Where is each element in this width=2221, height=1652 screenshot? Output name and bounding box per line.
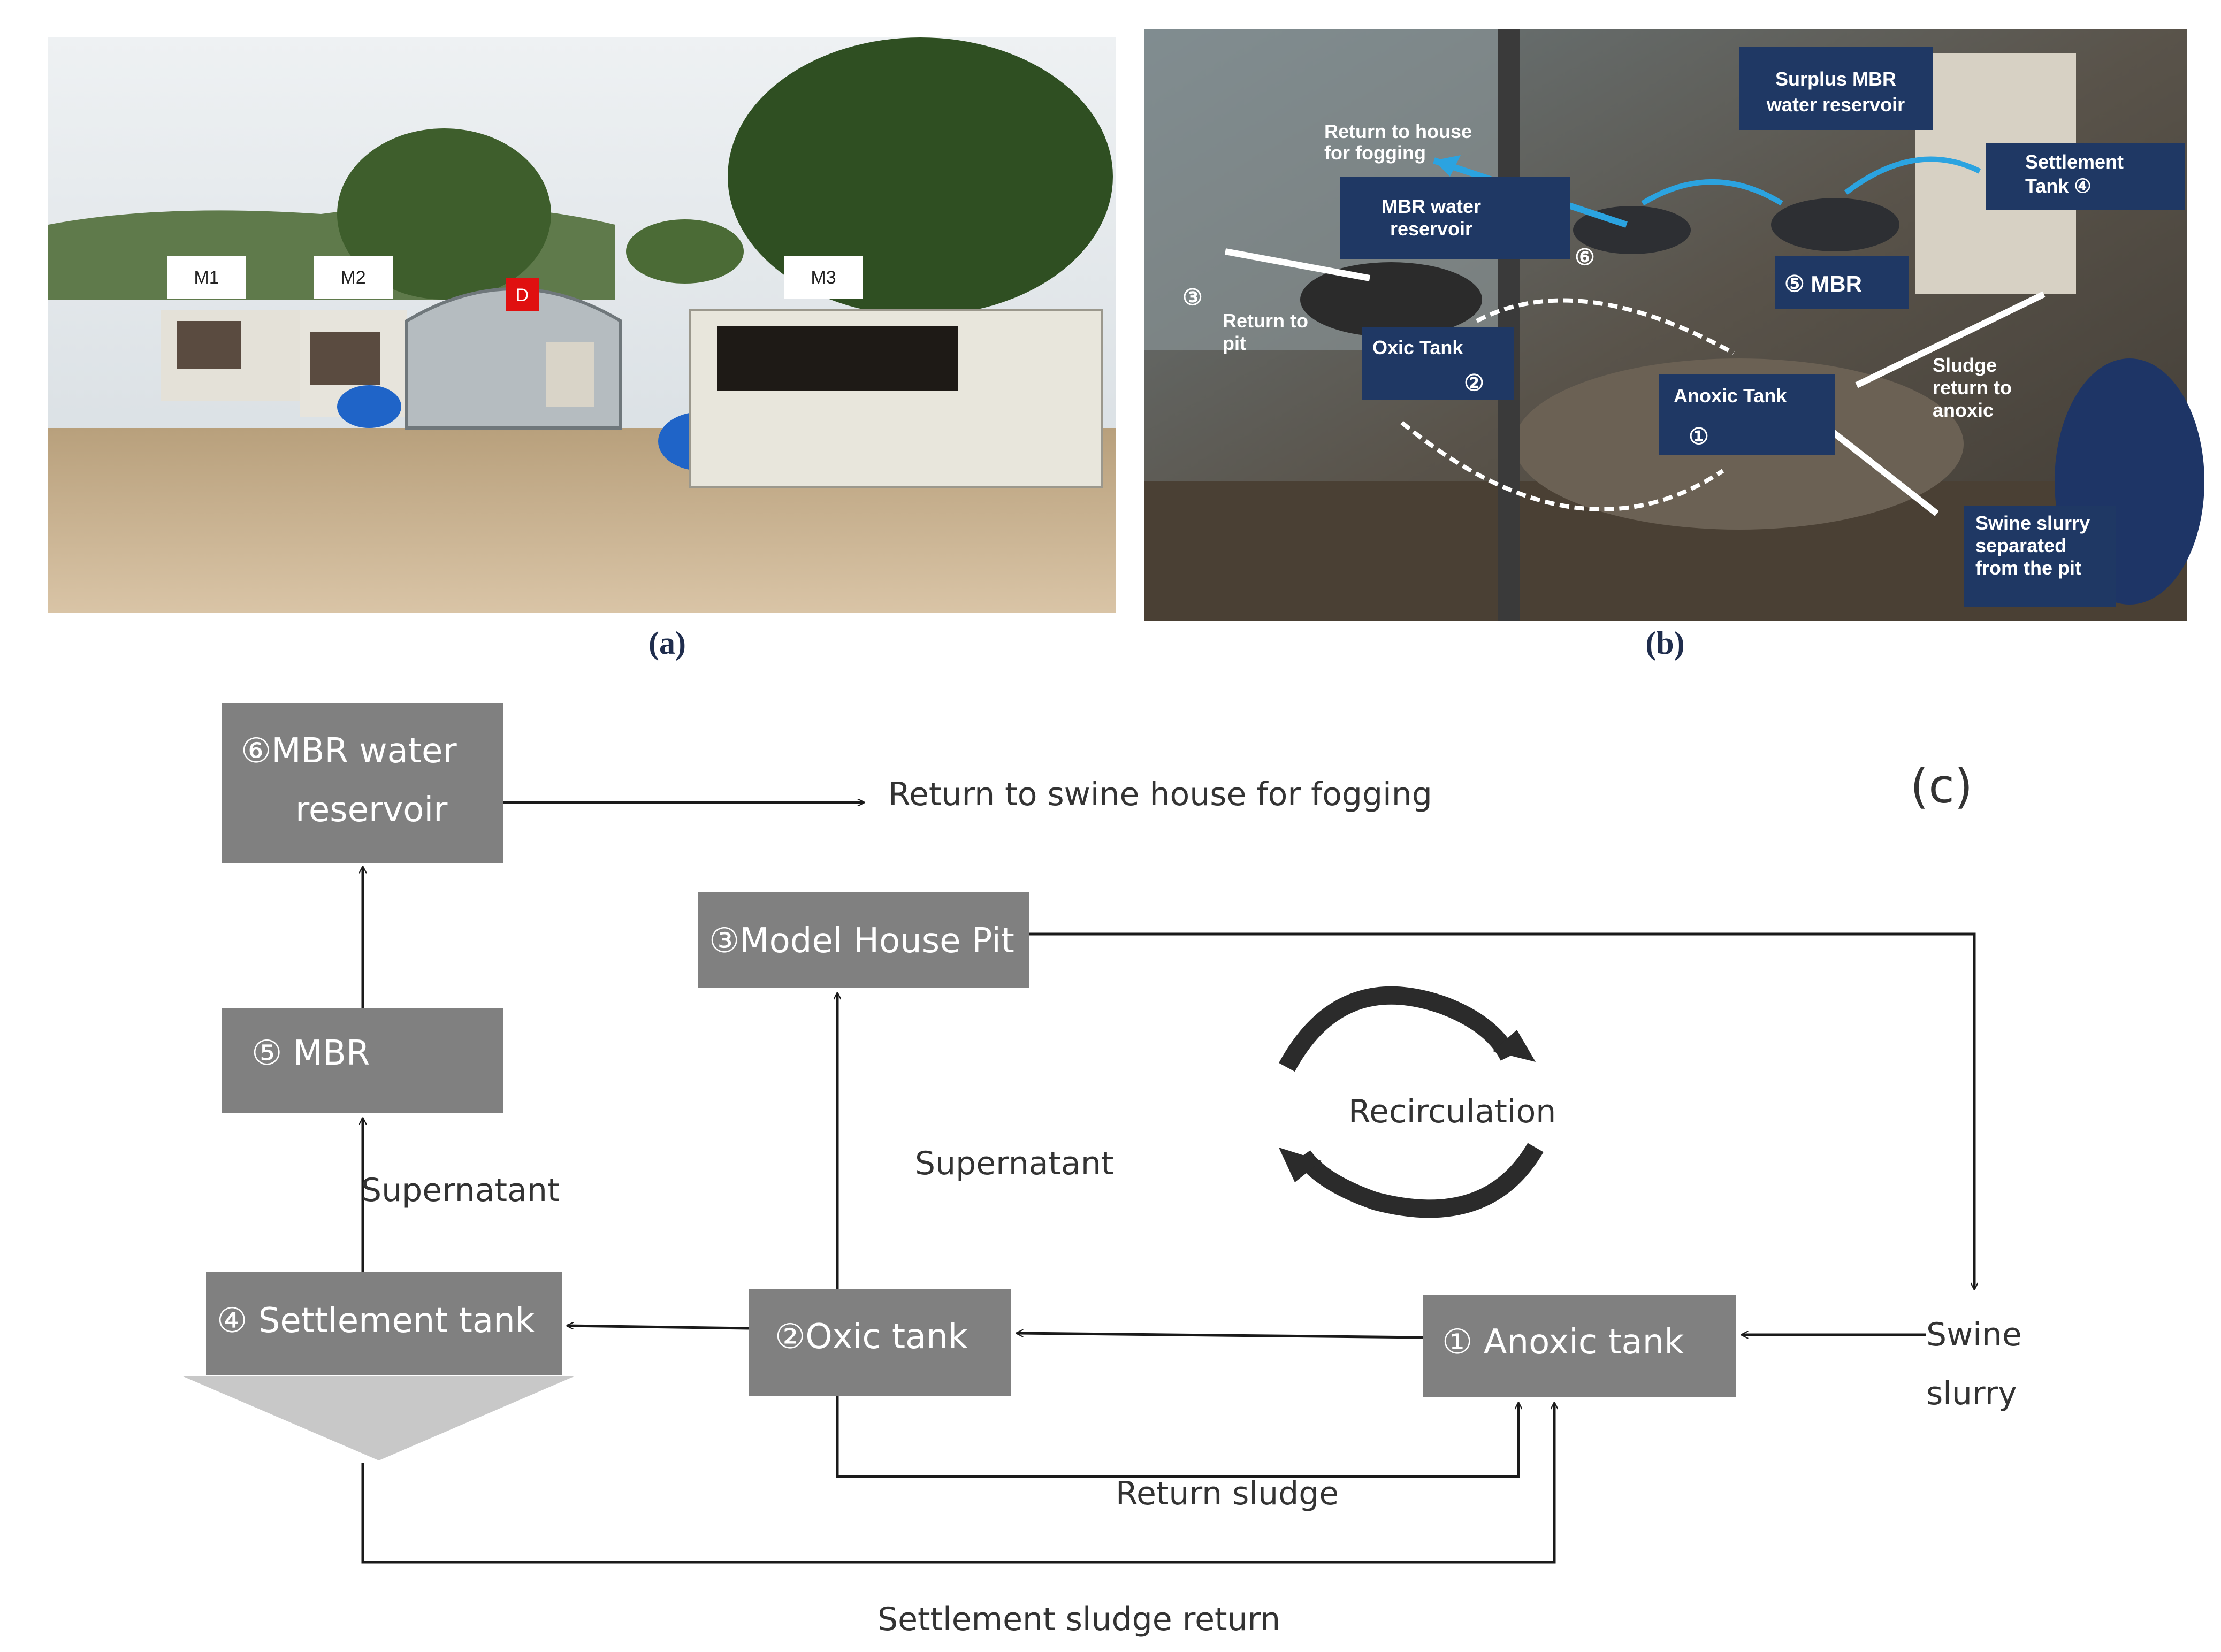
- photo-b-pole: [1498, 29, 1520, 621]
- photo-b-callout-mbr: [1775, 256, 1909, 309]
- photo-a: M1 M2 D M3: [48, 37, 1116, 613]
- photo-a-blue-tank-1: [337, 385, 401, 428]
- label-return-sludge: Return sludge: [1116, 1475, 1339, 1512]
- photo-a-tag-m1-text: M1: [194, 267, 219, 288]
- box-model-house-pit-text: ③Model House Pit: [709, 921, 1014, 961]
- photo-a-tag-m2: [314, 256, 393, 299]
- photo-b-callout-sludge-line2: return to: [1933, 377, 2012, 399]
- box-anoxic-tank: [1423, 1295, 1736, 1397]
- photo-a-tank: [546, 342, 594, 407]
- box-mbr-reservoir: [222, 703, 503, 863]
- label-return-fogging: Return to swine house for fogging: [888, 776, 1432, 813]
- box-model-house-pit: [698, 892, 1029, 988]
- box-mbr-reservoir-line2: reservoir: [295, 790, 448, 830]
- label-swine-slurry-line2: slurry: [1926, 1375, 2017, 1412]
- recirculation-arc-top: [1279, 986, 1517, 1072]
- box-settlement-tank: [206, 1272, 562, 1375]
- arrow-pit-to-slurry: [1029, 932, 1974, 1289]
- photo-b-arrow-mbr: [1641, 179, 1783, 206]
- arrow-anoxic-to-oxic: [1017, 1333, 1424, 1339]
- photo-b-callout-anoxic: [1659, 374, 1835, 455]
- photo-a-m3-window: [717, 326, 958, 391]
- photo-b-arrow-pit: [1224, 248, 1371, 281]
- photo-b-arrow-recirc-bottom: [1400, 420, 1724, 511]
- box-mbr-reservoir-line1: ⑥MBR water: [241, 731, 457, 771]
- photo-b-callout-settlement: [1986, 143, 2185, 210]
- photo-b-callout-fogging-line2: for fogging: [1324, 142, 1426, 164]
- panel-label-a: (a): [648, 625, 686, 661]
- recirculation-arc-bottom: [1295, 1143, 1544, 1218]
- diagram-c: ⑥MBR water reservoir ⑤ MBR ③Model House …: [182, 703, 2022, 1638]
- photo-b-arrow-settlement: [1844, 156, 1981, 195]
- photo-b-callout-pit-line1: Return to: [1223, 310, 1308, 332]
- photo-b-callout-mbr-text: ⑤ MBR: [1784, 271, 1862, 296]
- photo-b-callout-settlement-line1: Settlement: [2025, 151, 2124, 173]
- photo-a-tag-m3-text: M3: [811, 267, 836, 288]
- photo-b-callout-slurry-line2: separated: [1975, 534, 2066, 556]
- box-oxic-tank: [749, 1289, 1011, 1396]
- box-anoxic-tank-text: ① Anoxic tank: [1442, 1322, 1684, 1362]
- photo-b-callout-oxic-text: Oxic Tank: [1372, 336, 1463, 358]
- photo-a-tag-m1: [167, 256, 246, 299]
- label-swine-slurry-line1: Swine: [1926, 1316, 2022, 1353]
- photo-b: Surplus MBR water reservoir Return to ho…: [1144, 29, 2204, 621]
- photo-a-m2-window: [310, 332, 380, 385]
- box-mbr: [222, 1008, 503, 1113]
- photo-a-tree-right: [728, 37, 1113, 316]
- photo-a-tag-m3: [784, 256, 863, 299]
- photo-b-callout-mbr-reservoir-line1: MBR water: [1382, 195, 1481, 217]
- photo-b-callout-slurry-line1: Swine slurry: [1975, 512, 2090, 534]
- photo-a-m1-window: [177, 321, 241, 369]
- photo-a-tag-d-text: D: [516, 285, 529, 305]
- photo-b-callout-fogging-line1: Return to house: [1324, 120, 1472, 142]
- photo-b-callout-num6: ⑥: [1575, 244, 1595, 270]
- recirculation-arrowhead-bottom: [1279, 1148, 1322, 1182]
- photo-b-callout-sludge-line1: Sludge: [1933, 354, 1997, 376]
- photo-a-bush: [626, 219, 744, 284]
- photo-b-tank-dark-3: [1771, 198, 1899, 251]
- photo-b-callout-surplus: [1739, 47, 1933, 130]
- photo-b-callout-settlement-line2: Tank ④: [2025, 175, 2092, 197]
- photo-b-arrow-recirc-top: [1476, 298, 1735, 355]
- label-supernatant-mid: Supernatant: [915, 1145, 1113, 1182]
- photo-a-tag-m2-text: M2: [340, 267, 365, 288]
- panel-label-c: (c): [1910, 759, 1973, 814]
- box-oxic-tank-text: ②Oxic tank: [775, 1317, 968, 1357]
- label-recirculation: Recirculation: [1348, 1093, 1556, 1130]
- photo-b-callout-sludge-line3: anoxic: [1933, 399, 1994, 421]
- photo-b-callout-num1: ①: [1689, 424, 1709, 449]
- photo-b-callout-num2: ②: [1464, 370, 1484, 395]
- photo-b-callout-surplus-line2: water reservoir: [1766, 94, 1905, 116]
- photo-a-tag-d: [506, 278, 539, 311]
- label-supernatant-left: Supernatant: [361, 1172, 560, 1209]
- label-settlement-sludge-return: Settlement sludge return: [877, 1601, 1280, 1638]
- photo-b-callout-slurry-line3: from the pit: [1975, 557, 2081, 579]
- photo-b-arrow-fogging-head: [1434, 155, 1461, 177]
- arrow-oxic-to-settlement: [567, 1326, 750, 1330]
- photo-b-callout-surplus-line1: Surplus MBR: [1775, 68, 1896, 90]
- arrow-settlement-sludge-return: [361, 1403, 1554, 1564]
- photo-b-callout-num3: ③: [1182, 285, 1203, 310]
- arrow-return-sludge: [836, 1396, 1518, 1478]
- photo-b-callout-oxic: [1362, 327, 1514, 400]
- photo-b-callout-mbr-reservoir: [1340, 177, 1570, 259]
- settlement-hopper: [182, 1376, 575, 1460]
- panel-label-b: (b): [1645, 625, 1684, 661]
- photo-b-arrow-sludge: [1855, 291, 2046, 388]
- photo-b-callout-mbr-reservoir-line2: reservoir: [1390, 218, 1472, 240]
- box-settlement-tank-text: ④ Settlement tank: [217, 1301, 535, 1341]
- photo-b-callout-anoxic-text: Anoxic Tank: [1674, 385, 1787, 407]
- recirculation-arrowhead-top: [1493, 1030, 1536, 1062]
- photo-b-tank-dark-1: [1300, 262, 1482, 337]
- photo-b-callout-slurry: [1964, 506, 2116, 607]
- photo-b-callout-pit-line2: pit: [1223, 332, 1246, 354]
- box-mbr-text: ⑤ MBR: [251, 1034, 370, 1073]
